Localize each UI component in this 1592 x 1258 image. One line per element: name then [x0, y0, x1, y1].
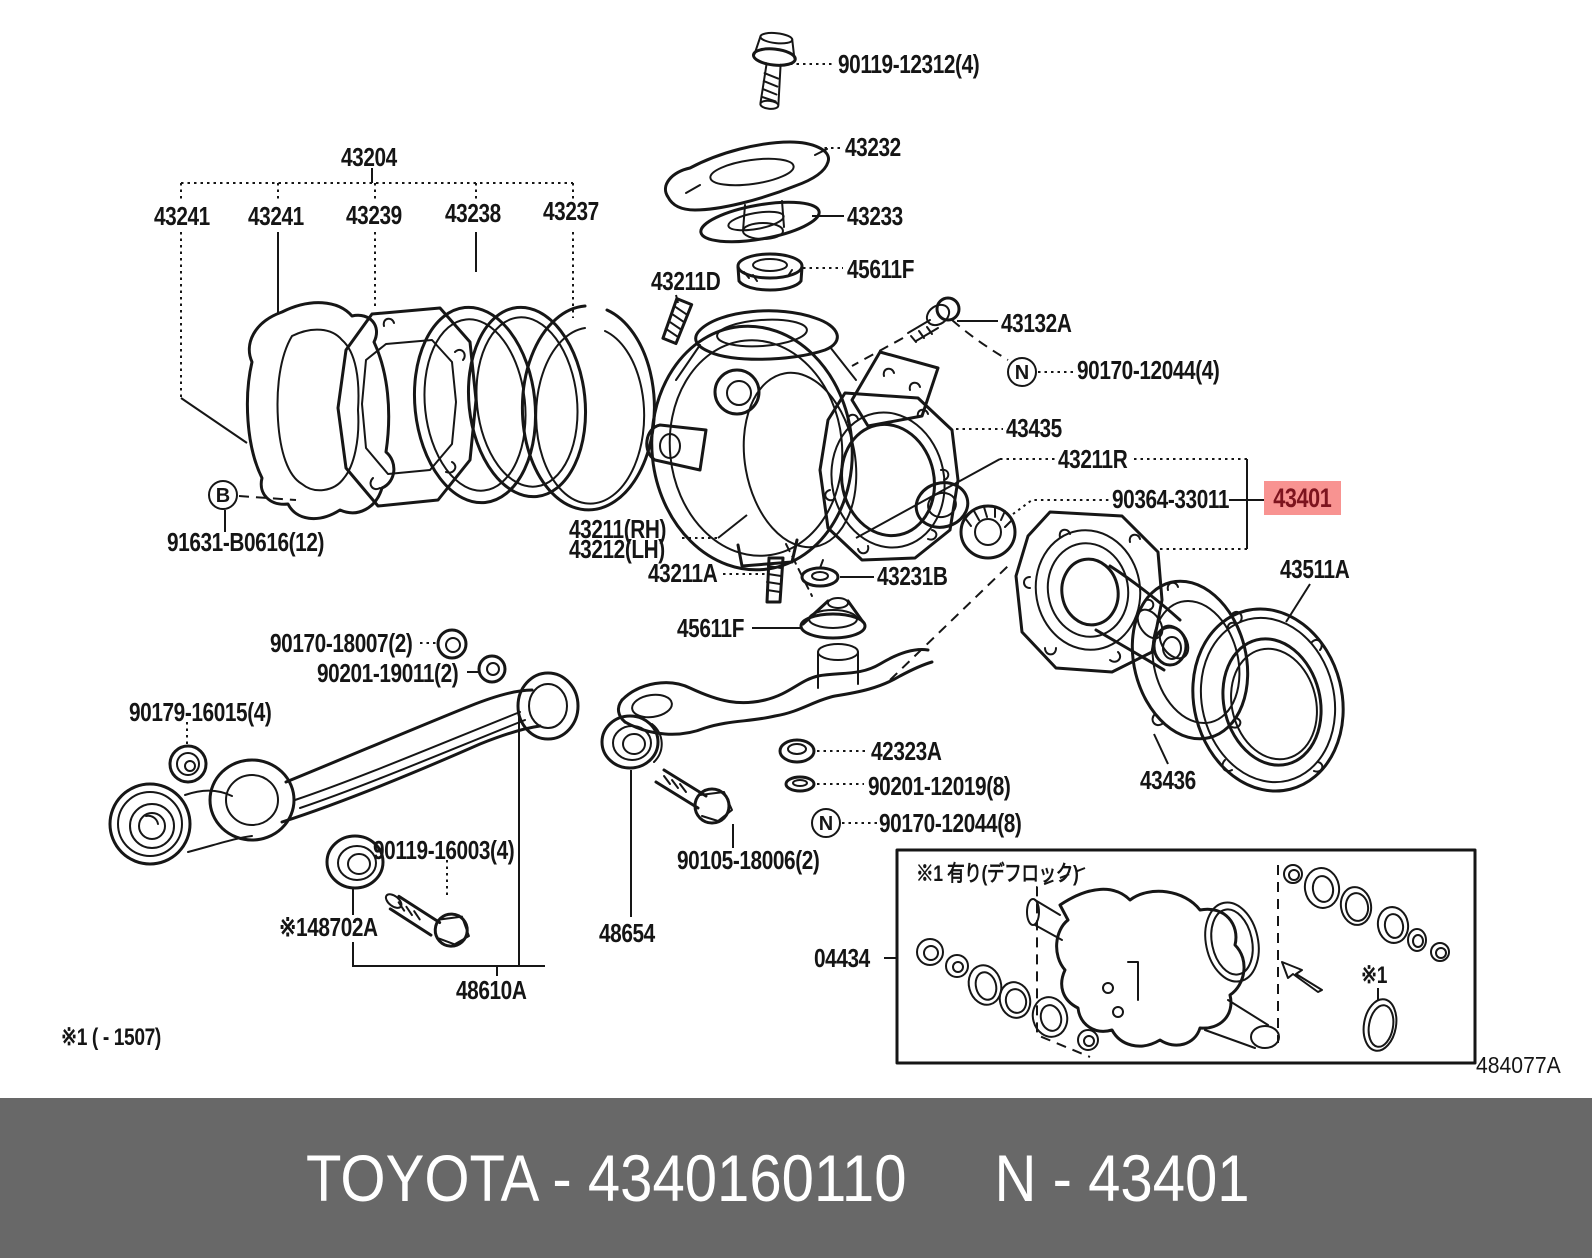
control-arm-drawing	[108, 671, 580, 866]
inset-ref-mark: ※1	[1361, 962, 1387, 989]
marker-n-lower-circle	[811, 808, 841, 838]
gasket-shim-stack-drawing	[245, 301, 656, 521]
inset-box-drawing	[895, 848, 1477, 1065]
highlighted-part-callout[interactable]: 43401	[1264, 481, 1341, 515]
banner-brand-part-number: TOYOTA - 4340160110	[306, 1141, 907, 1215]
needle-bearing-drawing	[959, 504, 1017, 560]
part-label-91631-b0616: 91631-B0616(12)	[167, 527, 325, 557]
part-label-90170-12044-8: 90170-12044(8)	[879, 808, 1022, 838]
part-label-43204: 43204	[341, 142, 397, 172]
part-label-43211-rh: 43211(RH)	[569, 514, 666, 544]
axle-flange-drawing	[1014, 510, 1190, 674]
marker-n-upper-circle	[1007, 357, 1037, 387]
part-label-43232: 43232	[845, 132, 901, 162]
part-label-42323a: 42323A	[871, 736, 942, 766]
leader-lines	[180, 63, 1379, 1000]
thrust-washer-drawing	[800, 559, 840, 588]
part-label-45611f-lower: 45611F	[677, 613, 744, 643]
part-label-43212-lh: 43212(LH)	[569, 534, 665, 564]
part-label-43132a: 43132A	[1001, 308, 1072, 338]
deflector-43511a-drawing	[1191, 607, 1345, 793]
part-label-48654: 48654	[599, 918, 655, 948]
hub-bolt-drawing	[907, 296, 961, 343]
part-label-43241-left: 43241	[154, 201, 210, 231]
marker-b-circle	[208, 480, 238, 510]
part-label-48702a: ※148702A	[279, 912, 378, 942]
part-label-90170-12044-4: 90170-12044(4)	[1077, 355, 1220, 385]
part-label-43238: 43238	[445, 198, 501, 228]
camber-stud-drawing	[661, 297, 694, 346]
part-label-90119-16003: 90119-16003(4)	[373, 835, 515, 865]
part-label-90201-12019: 90201-12019(8)	[868, 771, 1011, 801]
arm-gasket-drawing	[699, 200, 821, 244]
marker-b-letter: B	[216, 485, 230, 507]
knuckle-arm-drawing	[664, 140, 830, 240]
part-label-45611f-upper: 45611F	[847, 254, 914, 284]
small-fasteners-drawing	[168, 628, 816, 948]
upper-bearing-drawing	[736, 252, 804, 292]
part-label-43211d: 43211D	[651, 266, 721, 296]
lower-bearing-cone-drawing	[785, 543, 867, 640]
inset-note: ※1 有り(デフロック)	[916, 861, 1079, 886]
part-label-43233: 43233	[847, 201, 903, 231]
part-label-43211r: 43211R	[1058, 444, 1128, 474]
marker-n-lower-letter: N	[819, 813, 833, 835]
arrow-icon	[1281, 961, 1323, 993]
part-label-90105-18006: 90105-18006(2)	[677, 845, 820, 875]
part-label-43511a: 43511A	[1280, 554, 1350, 584]
part-label-90364-33011: 90364-33011	[1112, 484, 1230, 514]
part-label-90119-12312: 90119-12312(4)	[838, 49, 980, 79]
knuckle-housing-drawing	[645, 309, 940, 572]
part-label-90179-16015: 90179-16015(4)	[129, 697, 272, 727]
ref-markers: B N N	[208, 357, 1037, 838]
part-label-90170-18007: 90170-18007(2)	[270, 628, 413, 658]
steering-arm-drawing	[616, 565, 1009, 736]
part-label-43241-right: 43241	[248, 201, 304, 231]
part-number-banner: TOYOTA - 4340160110 N - 43401	[0, 1098, 1592, 1258]
kingpin-stud-drawing	[765, 556, 785, 604]
part-label-43435: 43435	[1006, 413, 1062, 443]
highlighted-part-number: 43401	[1273, 482, 1332, 513]
part-label-90201-19011: 90201-19011(2)	[317, 658, 459, 688]
part-label-43211a: 43211A	[648, 558, 718, 588]
drawing-number: 484077A	[1476, 1052, 1561, 1078]
footnote: ※1 ( - 1507)	[61, 1024, 161, 1051]
banner-figure-number: N - 43401	[994, 1141, 1250, 1215]
part-label-43231b: 43231B	[877, 561, 948, 591]
part-label-43436: 43436	[1140, 765, 1196, 795]
part-label-48610a: 48610A	[456, 975, 527, 1005]
spindle-plate-drawing	[818, 391, 960, 562]
part-label-04434: 04434	[814, 943, 870, 973]
part-label-43237: 43237	[543, 196, 599, 226]
marker-n-upper-letter: N	[1015, 362, 1029, 384]
part-label-43239: 43239	[346, 200, 402, 230]
top-bolt-drawing	[751, 31, 797, 110]
